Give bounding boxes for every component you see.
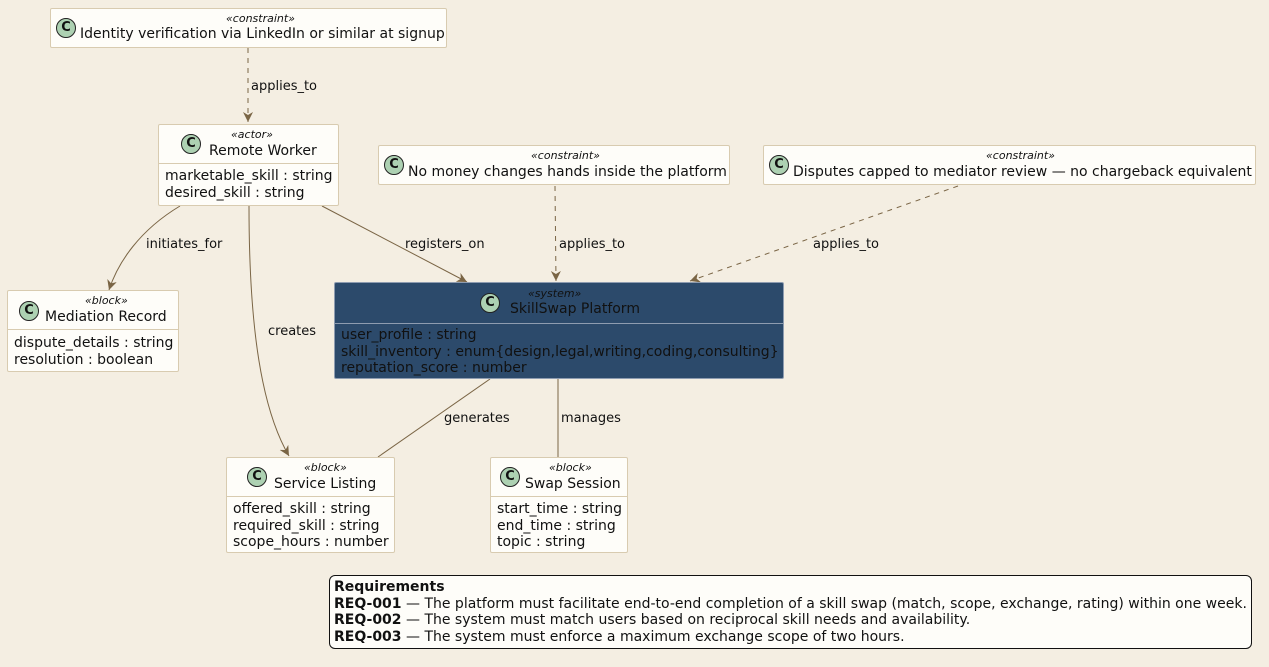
class-name: Service Listing xyxy=(274,476,377,492)
requirement-item: REQ-002 — The system must match users ba… xyxy=(334,612,1247,629)
class-name: Swap Session xyxy=(525,476,621,492)
edge-label-no-money-applies-to: applies_to xyxy=(559,237,625,252)
edge-label-creates: creates xyxy=(268,324,316,339)
edge-registers-on: registers_on xyxy=(321,205,485,283)
service-listing-box[interactable]: C «block» Service Listing offered_skill … xyxy=(226,457,395,553)
class-name: Mediation Record xyxy=(45,309,167,325)
requirement-text: — The platform must facilitate end-to-en… xyxy=(401,595,1247,612)
edge-label-identity-applies-to: applies_to xyxy=(251,79,317,94)
divider xyxy=(491,496,627,497)
class-name: Disputes capped to mediator review — no … xyxy=(793,164,1252,180)
edge-label-initiates-for: initiates_for xyxy=(146,237,223,252)
stereotype-label: «constraint» xyxy=(531,149,600,162)
divider xyxy=(8,329,178,330)
edge-initiates-for: initiates_for xyxy=(107,205,223,291)
class-icon: C xyxy=(384,155,404,175)
attribute-list: marketable_skill : string desired_skill … xyxy=(165,168,333,201)
edge-creates: creates xyxy=(248,205,316,457)
remote-worker-box[interactable]: C «actor» Remote Worker marketable_skill… xyxy=(158,124,339,206)
requirement-item: REQ-001 — The platform must facilitate e… xyxy=(334,596,1247,613)
attribute-list: dispute_details : string resolution : bo… xyxy=(14,335,173,368)
stereotype-label: «block» xyxy=(85,294,128,307)
attribute-list: offered_skill : string required_skill : … xyxy=(233,501,389,551)
class-icon: C xyxy=(56,18,76,38)
divider xyxy=(335,323,783,324)
edge-identity-applies-to: applies_to xyxy=(243,48,317,122)
class-icon: C xyxy=(480,293,500,313)
requirement-item: REQ-003 — The system must enforce a maxi… xyxy=(334,629,1247,646)
attribute: reputation_score : number xyxy=(341,360,527,376)
class-icon: C xyxy=(181,134,201,154)
stereotype-label: «constraint» xyxy=(226,12,295,25)
attribute: dispute_details : string xyxy=(14,335,174,351)
edge-label-manages: manages xyxy=(561,411,621,426)
class-name: SkillSwap Platform xyxy=(510,301,640,317)
requirement-text: — The system must enforce a maximum exch… xyxy=(401,628,905,645)
edge-manages: manages xyxy=(554,367,621,457)
requirements-title: Requirements xyxy=(334,579,445,595)
attribute: end_time : string xyxy=(497,517,616,534)
attribute: user_profile : string xyxy=(341,327,477,343)
attribute: marketable_skill : string xyxy=(165,168,333,184)
attribute-list: user_profile : string skill_inventory : … xyxy=(341,327,779,377)
attribute-list: start_time : string end_time : string to… xyxy=(497,501,622,551)
class-name: Remote Worker xyxy=(209,143,317,159)
disputes-constraint-box[interactable]: C «constraint» Disputes capped to mediat… xyxy=(763,145,1256,185)
attribute: required_skill : string xyxy=(233,517,380,534)
requirement-id: REQ-003 xyxy=(334,628,402,645)
class-name: No money changes hands inside the platfo… xyxy=(408,164,727,180)
stereotype-label: «system» xyxy=(528,287,582,300)
stereotype-label: «actor» xyxy=(231,128,273,141)
class-icon: C xyxy=(769,155,789,175)
edge-no-money-applies-to: applies_to xyxy=(550,185,625,282)
attribute: skill_inventory : enum{design,legal,writ… xyxy=(341,343,779,360)
stereotype-label: «constraint» xyxy=(986,149,1055,162)
attribute: desired_skill : string xyxy=(165,184,305,201)
class-name: Identity verification via LinkedIn or si… xyxy=(80,26,445,42)
requirements-note: Requirements REQ-001 — The platform must… xyxy=(329,575,1252,649)
edge-disputes-applies-to: applies_to xyxy=(689,185,959,283)
stereotype-label: «block» xyxy=(549,461,592,474)
mediation-record-box[interactable]: C «block» Mediation Record dispute_detai… xyxy=(7,290,179,372)
skillswap-platform-box[interactable]: C «system» SkillSwap Platform user_profi… xyxy=(334,282,784,379)
identity-constraint-box[interactable]: C «constraint» Identity verification via… xyxy=(50,8,447,48)
attribute: resolution : boolean xyxy=(14,351,154,368)
edge-generates: generates xyxy=(377,372,510,458)
attribute: start_time : string xyxy=(497,501,623,517)
requirement-id: REQ-001 xyxy=(334,595,402,612)
attribute: scope_hours : number xyxy=(233,534,389,550)
edge-label-generates: generates xyxy=(444,411,510,426)
edge-label-registers-on: registers_on xyxy=(405,237,485,252)
class-icon: C xyxy=(500,467,520,487)
edge-label-disputes-applies-to: applies_to xyxy=(813,237,879,252)
divider xyxy=(159,163,338,164)
stereotype-label: «block» xyxy=(304,461,347,474)
class-icon: C xyxy=(247,467,267,487)
attribute: offered_skill : string xyxy=(233,501,371,517)
requirement-id: REQ-002 xyxy=(334,612,402,628)
requirement-text: — The system must match users based on r… xyxy=(401,612,971,628)
attribute: topic : string xyxy=(497,534,586,550)
divider xyxy=(227,496,394,497)
class-icon: C xyxy=(19,301,39,321)
no-money-constraint-box[interactable]: C «constraint» No money changes hands in… xyxy=(378,145,730,185)
swap-session-box[interactable]: C «block» Swap Session start_time : stri… xyxy=(490,457,628,553)
